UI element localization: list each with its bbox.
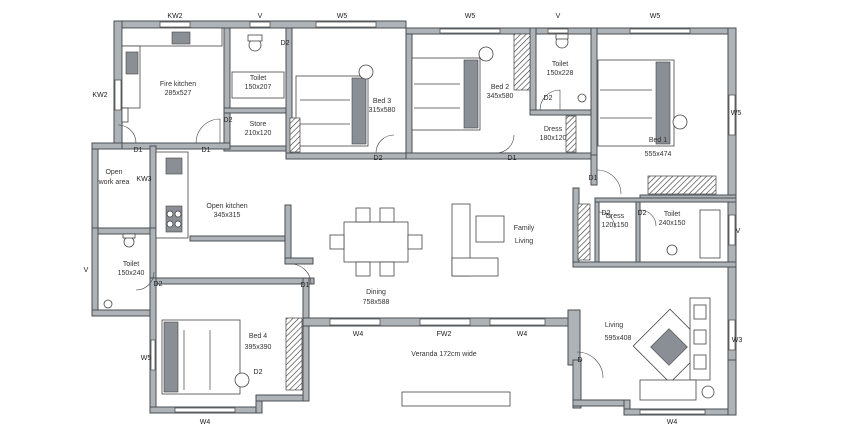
fixtures <box>103 27 721 401</box>
tag-w5-top3: W5 <box>650 13 661 20</box>
room-dress-a-name: Dress <box>544 126 563 133</box>
opening-tags: KW2 V W5 W5 V W5 KW2 W5 V W3 KW3 V W5 W4… <box>84 13 743 426</box>
room-open-work-dim: work area <box>98 179 130 186</box>
room-labels: Fire kitchen 285x527 Toilet 150x207 Stor… <box>98 61 686 358</box>
room-open-work-name: Open <box>105 169 122 176</box>
room-bed4-dim: 395x390 <box>245 344 272 351</box>
tag-fw2-veranda: FW2 <box>437 331 452 338</box>
tag-d1-c: D1 <box>589 175 598 182</box>
room-veranda-name: Veranda 172cm wide <box>411 351 476 358</box>
tag-d2-g: D2 <box>254 369 263 376</box>
tag-d2-c: D2 <box>544 95 553 102</box>
room-bed2-name: Bed 2 <box>491 84 509 91</box>
room-dining-name: Dining <box>366 289 386 296</box>
room-open-kitchen-dim: 345x315 <box>214 212 241 219</box>
tag-w3-right: W3 <box>732 337 743 344</box>
tag-v-top2: V <box>556 13 561 20</box>
tag-w5-top2: W5 <box>465 13 476 20</box>
tag-d2-a: D2 <box>281 40 290 47</box>
room-family-living-name: Family <box>514 225 535 232</box>
tag-d-main: D <box>577 357 582 364</box>
room-living-name: Living <box>605 322 623 329</box>
doors <box>117 89 657 379</box>
room-living-dim: 595x408 <box>605 335 632 342</box>
tag-d2-f: D2 <box>602 210 611 217</box>
tag-kw3: KW3 <box>136 176 151 183</box>
room-bed4-name: Bed 4 <box>249 333 267 340</box>
room-toilet-d-name: Toilet <box>123 261 139 268</box>
tag-w4-bottom1: W4 <box>200 419 211 426</box>
walls <box>91 20 737 416</box>
room-store-dim: 210x120 <box>245 130 272 137</box>
tag-v-top1: V <box>258 13 263 20</box>
tag-d2-e: D2 <box>638 210 647 217</box>
tag-d2-b: D2 <box>374 155 383 162</box>
room-toilet-c-name: Toilet <box>664 211 680 218</box>
room-bed1-dim: 555x474 <box>645 151 672 158</box>
room-toilet-d-dim: 150x240 <box>118 270 145 277</box>
room-toilet-b-name: Toilet <box>552 61 568 68</box>
tag-d1-e: D1 <box>508 155 517 162</box>
room-dress-b-name: Dress <box>606 213 625 220</box>
tag-w4-bottom2: W4 <box>667 419 678 426</box>
room-fire-kitchen-name: Fire kitchen <box>160 81 196 88</box>
tag-w5-left: W5 <box>141 355 152 362</box>
tag-d1-a: D1 <box>134 147 143 154</box>
tag-kw2-left: KW2 <box>92 92 107 99</box>
tag-w5-right: W5 <box>731 110 742 117</box>
room-open-kitchen-name: Open kitchen <box>206 203 247 210</box>
room-bed3-dim: 315x580 <box>369 107 396 114</box>
tag-w4-veranda2: W4 <box>517 331 528 338</box>
room-bed1-name: Bed 1 <box>649 137 667 144</box>
tag-d2-store: D2 <box>224 117 233 124</box>
tag-w4-veranda1: W4 <box>353 331 364 338</box>
room-toilet-a-name: Toilet <box>250 75 266 82</box>
room-toilet-c-dim: 240x150 <box>659 220 686 227</box>
room-dress-b-dim: 120x150 <box>602 222 629 229</box>
tag-d1-d: D1 <box>301 282 310 289</box>
room-fire-kitchen-dim: 285x527 <box>165 90 192 97</box>
room-toilet-a-dim: 150x207 <box>245 84 272 91</box>
tag-w5-top1: W5 <box>337 13 348 20</box>
room-toilet-b-dim: 150x228 <box>547 70 574 77</box>
room-bed2-dim: 345x580 <box>487 93 514 100</box>
room-family-living-dim: Living <box>515 238 533 245</box>
room-dining-dim: 758x588 <box>363 299 390 306</box>
room-store-name: Store <box>250 121 267 128</box>
tag-v-right: V <box>736 228 741 235</box>
room-dress-a-dim: 180x120 <box>540 135 567 142</box>
tag-d2-d: D2 <box>154 281 163 288</box>
room-bed3-name: Bed 3 <box>373 98 391 105</box>
tag-v-left: V <box>84 267 89 274</box>
tag-d1-b: D1 <box>202 147 211 154</box>
tag-kw2-top: KW2 <box>167 13 182 20</box>
